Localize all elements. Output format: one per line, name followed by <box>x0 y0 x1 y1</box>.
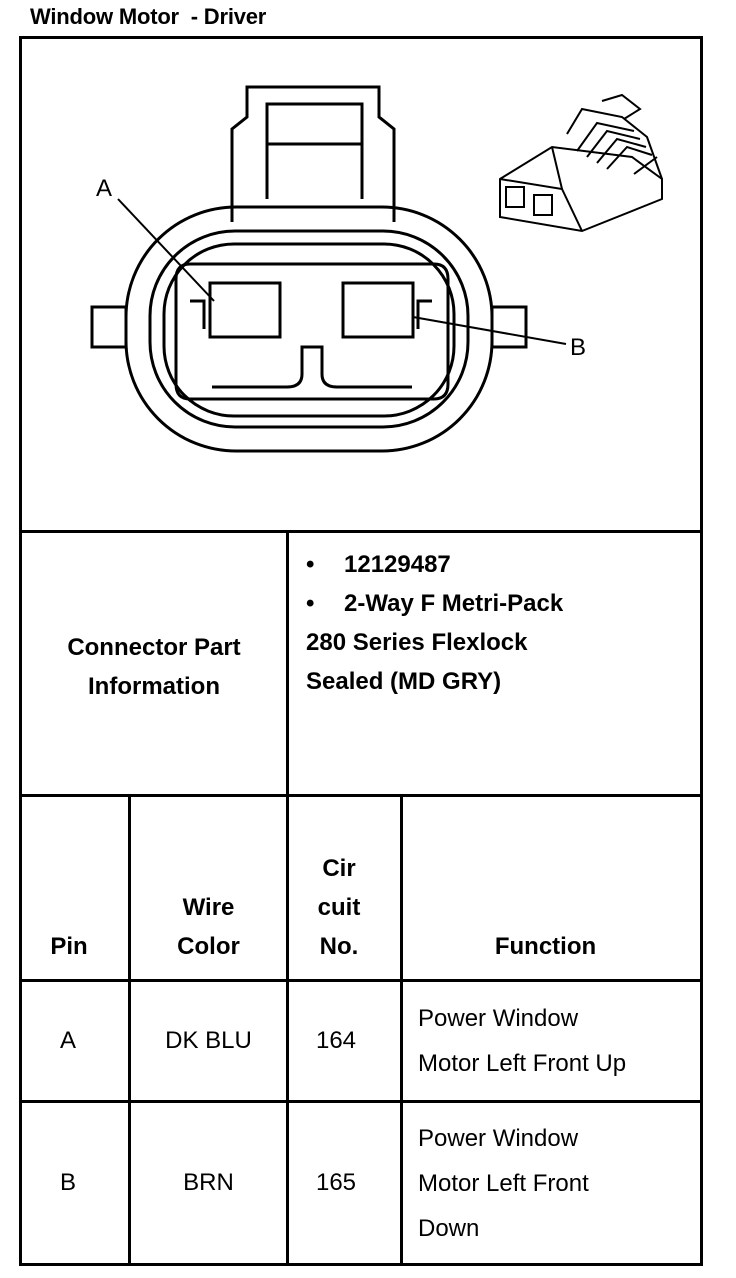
pin-a-leader-line <box>117 198 215 302</box>
connector-outer-shell <box>124 205 494 453</box>
page-title: Window Motor - Driver <box>30 4 267 29</box>
header-circuit-no: Cir cuit No. <box>317 855 361 960</box>
connector-side-tab-left <box>90 305 128 349</box>
pin-b-callout: B <box>570 334 586 361</box>
header-pin: Pin <box>50 933 88 960</box>
pin-a-cavity <box>208 281 282 339</box>
connector-table-frame <box>19 36 703 1266</box>
connector-info-label: Connector Part Information <box>67 634 241 700</box>
divider-info-vertical <box>286 530 289 1266</box>
connector-sealing: Sealed (MD GRY) <box>306 668 502 695</box>
divider-info-table <box>19 794 703 797</box>
connector-face-diagram: A B <box>90 85 663 453</box>
row-a-wire-color: DK BLU <box>165 1027 252 1054</box>
header-function: Function <box>494 933 597 960</box>
connector-type: •2-Way F Metri-Pack <box>306 590 564 617</box>
pin-b-leader-line <box>412 316 567 345</box>
connector-series: 280 Series Flexlock <box>306 629 528 656</box>
bullet-icon: • <box>306 551 315 578</box>
connector-lock-tab <box>230 85 396 222</box>
connector-3d-view <box>499 93 663 233</box>
row-b-circuit: 165 <box>315 1169 357 1196</box>
pin-a-callout: A <box>96 175 112 202</box>
divider-row-a-row-b <box>19 1100 703 1103</box>
divider-header-row-a <box>19 979 703 982</box>
row-b-pin: B <box>59 1169 76 1196</box>
row-b-wire-color: BRN <box>183 1169 234 1196</box>
row-a-function: Power Window Motor Left Front Up <box>418 1005 627 1077</box>
bullet-icon: • <box>306 590 315 617</box>
row-b-function: Power Window Motor Left Front Down <box>418 1125 589 1242</box>
pin-b-cavity <box>341 281 415 339</box>
connector-side-tab-right <box>490 305 528 349</box>
divider-diagram-info <box>19 530 703 533</box>
divider-col-pin <box>128 794 131 1266</box>
row-a-circuit: 164 <box>315 1027 357 1054</box>
connector-part-number: •12129487 <box>306 551 451 578</box>
header-wire-color: Wire Color <box>177 894 240 960</box>
row-a-pin: A <box>59 1027 76 1054</box>
divider-col-function <box>400 794 403 1266</box>
